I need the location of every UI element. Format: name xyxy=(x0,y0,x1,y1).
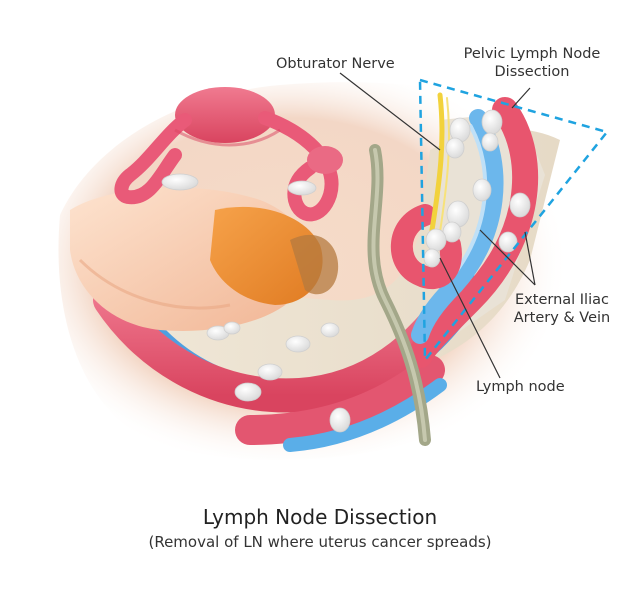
label-lymph-node: Lymph node xyxy=(476,379,565,395)
ureter xyxy=(367,144,431,446)
leader-lines xyxy=(339,72,536,379)
label-iliac-line2: Artery & Vein xyxy=(513,310,611,326)
lymph-node-blob xyxy=(481,109,503,135)
leader-pelvic-dissection xyxy=(511,87,531,109)
leader-iliac-2 xyxy=(524,231,536,286)
lymph-node-blob xyxy=(234,382,262,402)
lymph-node-blob xyxy=(425,228,447,252)
lymph-node-blob xyxy=(329,407,351,433)
lymph-node-blob xyxy=(498,231,518,253)
obturator-nerve xyxy=(429,92,450,233)
lymph-node-blob xyxy=(320,322,340,338)
lymph-node-blob xyxy=(445,137,465,159)
lymph-node-blob xyxy=(161,173,199,191)
lymph-node-blob xyxy=(509,192,531,218)
caption-subtitle: (Removal of LN where uterus cancer sprea… xyxy=(148,533,492,551)
lymph-nodes xyxy=(161,109,531,433)
label-pelvic-lymph-node-dissection: Pelvic Lymph Node Dissection xyxy=(452,45,612,81)
label-external-iliac: External Iliac Artery & Vein xyxy=(492,291,632,327)
vessel-loop xyxy=(390,204,462,290)
dissection-outline xyxy=(418,78,610,364)
orange-tissue xyxy=(210,206,339,305)
lymph-node-blob xyxy=(285,335,311,353)
lymph-node-blob xyxy=(287,180,317,196)
label-iliac-line1: External Iliac xyxy=(515,292,609,308)
caption-title: Lymph Node Dissection xyxy=(202,505,438,529)
lymph-node-blob xyxy=(472,178,492,202)
lymph-node-blob xyxy=(223,321,241,335)
leader-lymph-node xyxy=(439,257,501,379)
label-pelvic-dissection-line2: Dissection xyxy=(494,64,570,80)
external-iliac-vessels xyxy=(407,97,539,368)
lymph-node-blob xyxy=(481,132,499,152)
label-pelvic-dissection-line1: Pelvic Lymph Node xyxy=(463,46,601,62)
lymph-node-blob xyxy=(257,363,283,381)
lymph-node-blob xyxy=(423,248,441,268)
label-obturator-nerve: Obturator Nerve xyxy=(276,56,395,72)
leader-iliac-1 xyxy=(479,229,536,286)
leader-obturator-nerve xyxy=(339,72,441,151)
